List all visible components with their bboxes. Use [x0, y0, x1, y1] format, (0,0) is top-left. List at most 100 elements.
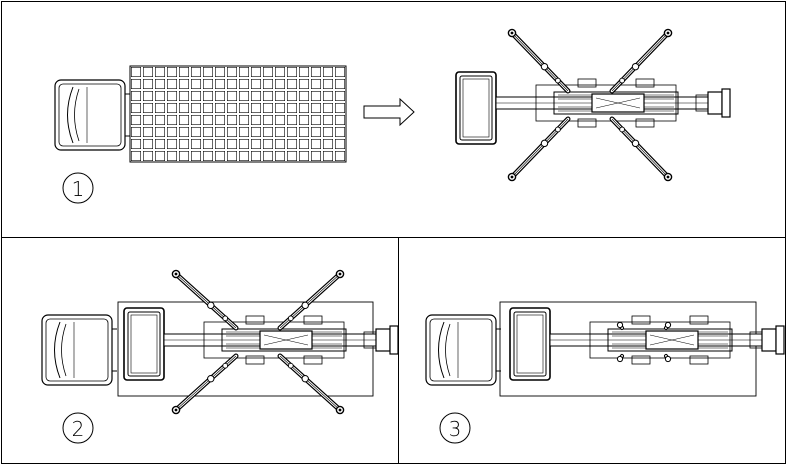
- deck-cell: [334, 103, 345, 114]
- deck-cell: [143, 151, 154, 162]
- machine-deployed: [455, 28, 731, 182]
- deck-cell: [131, 127, 142, 138]
- deck-cell: [334, 79, 345, 90]
- truck-cab: [41, 314, 118, 386]
- outrigger-foot-pad: [335, 405, 345, 415]
- deck-cell: [239, 67, 250, 78]
- deck-cell: [262, 103, 273, 114]
- deck-cell: [286, 151, 297, 162]
- deck-cell: [155, 79, 166, 90]
- deck-cell: [203, 91, 214, 102]
- outrigger-foot-pad: [171, 405, 181, 415]
- deck-cell: [155, 91, 166, 102]
- deck-cell: [131, 91, 142, 102]
- deck-cell: [215, 91, 226, 102]
- deck-cell: [227, 67, 238, 78]
- deck-cell: [167, 103, 178, 114]
- deck-cell: [251, 91, 262, 102]
- deck-cell: [227, 115, 238, 126]
- deck-cell: [191, 103, 202, 114]
- deck-cell: [179, 67, 190, 78]
- deck-cell: [251, 79, 262, 90]
- deck-cell: [310, 67, 321, 78]
- deck-cell: [298, 67, 309, 78]
- deck-cell: [215, 115, 226, 126]
- deck-cell: [131, 103, 142, 114]
- deck-cell: [310, 115, 321, 126]
- outrigger-leg: [664, 321, 672, 330]
- deck-cell: [262, 79, 273, 90]
- deck-cell: [167, 127, 178, 138]
- deck-cell: [286, 67, 297, 78]
- deck-cell: [274, 67, 285, 78]
- step-number-2: 2: [72, 417, 85, 441]
- deck-cell: [179, 103, 190, 114]
- deck-cell: [310, 151, 321, 162]
- deck-cell: [286, 127, 297, 138]
- deck-cell: [215, 139, 226, 150]
- deck-cell: [143, 127, 154, 138]
- deck-cell: [286, 79, 297, 90]
- outrigger-foot-pad: [663, 172, 673, 182]
- truck-stowed: [54, 65, 347, 163]
- deck-cell: [322, 151, 333, 162]
- outrigger-leg: [664, 354, 672, 363]
- deck-cell: [191, 151, 202, 162]
- deck-cell: [191, 91, 202, 102]
- deck-cell: [239, 91, 250, 102]
- deck-cell: [191, 127, 202, 138]
- deck-cell: [298, 139, 309, 150]
- deck-cell: [191, 139, 202, 150]
- deck-cell: [155, 139, 166, 150]
- deck-cell: [179, 91, 190, 102]
- outrigger-foot-pad: [507, 28, 517, 38]
- footprint-outline: [499, 301, 757, 397]
- outriggers: [507, 28, 673, 182]
- deck-cell: [262, 67, 273, 78]
- deck-cell: [251, 115, 262, 126]
- deck-cell: [322, 127, 333, 138]
- deck-cell: [286, 115, 297, 126]
- deck-cell: [215, 127, 226, 138]
- deck-cell: [227, 139, 238, 150]
- deck-cell: [167, 91, 178, 102]
- deck-cell: [239, 151, 250, 162]
- deck-cell: [203, 151, 214, 162]
- deck-cell: [143, 67, 154, 78]
- deck-cell: [215, 67, 226, 78]
- deck-cell: [179, 139, 190, 150]
- deck-cell: [274, 139, 285, 150]
- deck-cell: [274, 115, 285, 126]
- deck-cell: [143, 103, 154, 114]
- outrigger-foot-pad: [171, 269, 181, 279]
- deck-cell: [322, 91, 333, 102]
- deck-cell: [251, 67, 262, 78]
- platform-basket: [509, 307, 551, 381]
- step-number-3: 3: [449, 417, 462, 441]
- deck-cell: [322, 79, 333, 90]
- deck-cell: [274, 151, 285, 162]
- deck-cell: [179, 127, 190, 138]
- deck-cell: [334, 115, 345, 126]
- deck-cell: [203, 139, 214, 150]
- deck-cell: [167, 115, 178, 126]
- deck-cell: [262, 115, 273, 126]
- outrigger-leg: [507, 28, 571, 94]
- deck-cell: [203, 127, 214, 138]
- deck-cell: [143, 115, 154, 126]
- deck-cell: [310, 127, 321, 138]
- deck-cell: [274, 79, 285, 90]
- deck-cell: [227, 91, 238, 102]
- outrigger-leg: [609, 28, 673, 94]
- deck-cell: [155, 115, 166, 126]
- deck-cell: [298, 127, 309, 138]
- outrigger-leg: [616, 321, 624, 330]
- deck-cell: [179, 79, 190, 90]
- platform-basket: [455, 71, 497, 145]
- deck-cell: [286, 91, 297, 102]
- deck-cell: [274, 103, 285, 114]
- outrigger-leg: [507, 116, 571, 182]
- outrigger-foot-pad: [335, 269, 345, 279]
- deck-cell: [215, 103, 226, 114]
- deck-cell: [179, 151, 190, 162]
